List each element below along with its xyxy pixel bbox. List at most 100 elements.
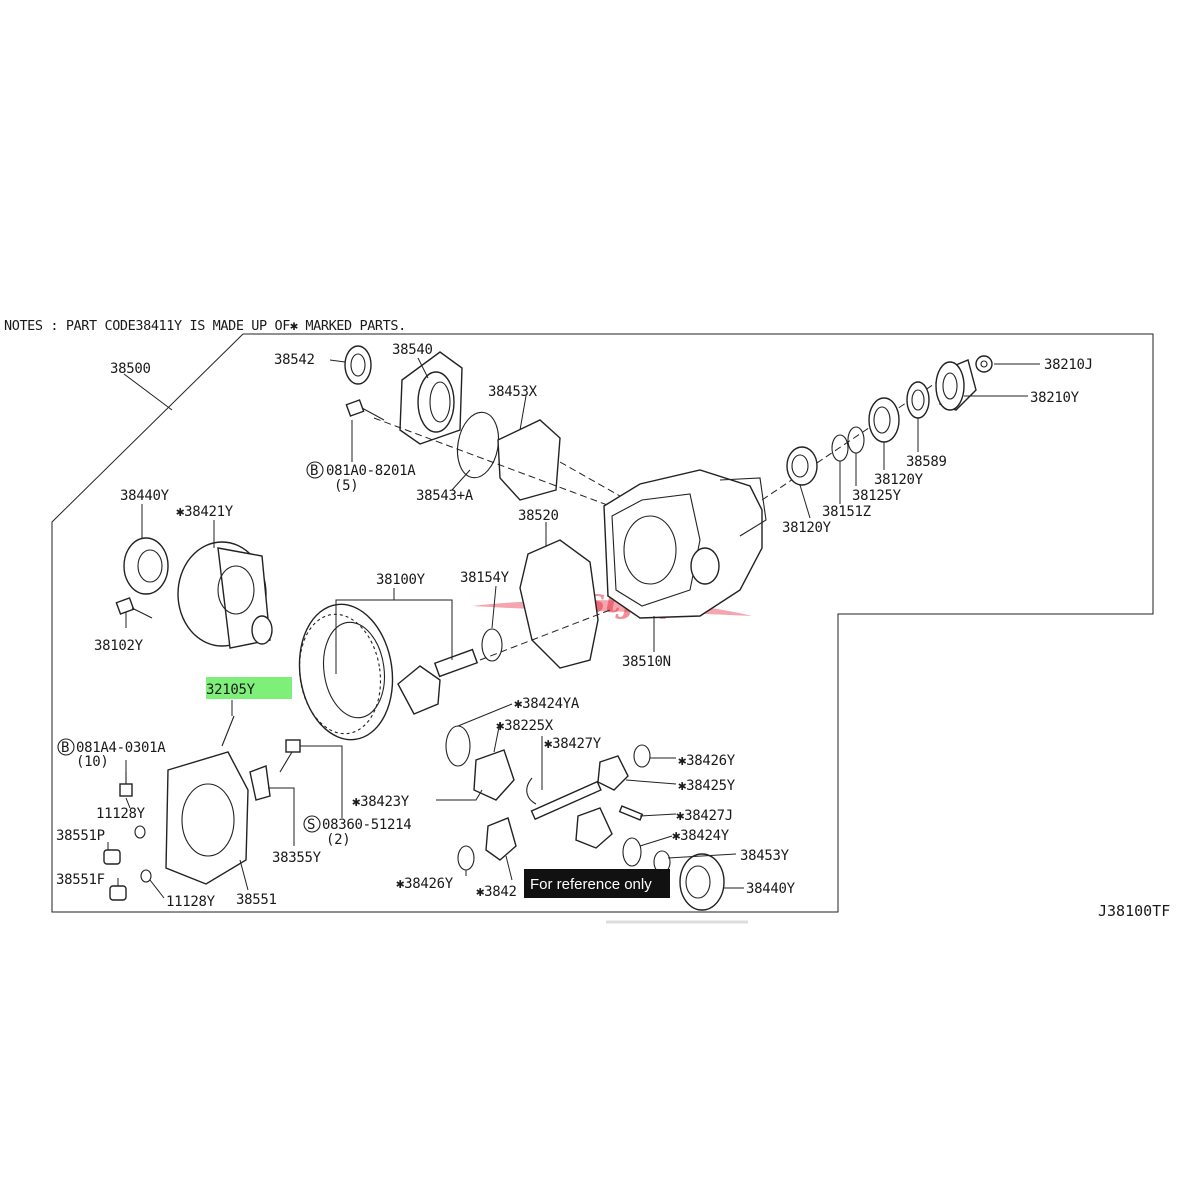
washer-38426Y-top[interactable] [633,744,651,768]
label-08360-qty: (2) [326,832,350,848]
washer-11128Y-upper[interactable] [134,825,146,839]
assembly-boundary [51,333,1154,913]
label-32105Y[interactable]: 32105Y [206,682,256,698]
snap-ring-38225X[interactable] [526,777,537,805]
oil-seal-38542[interactable] [344,345,372,385]
label-38426Y-bottom[interactable]: ✱38426Y [396,876,454,892]
reference-only-badge: For reference only [524,869,670,898]
label-38589[interactable]: 38589 [906,454,947,470]
label-38453Y[interactable]: 38453Y [740,848,790,864]
spacer-38125Y[interactable] [847,426,865,454]
svg-text:S: S [307,817,315,833]
label-38540[interactable]: 38540 [392,342,433,358]
rear-cover-38551[interactable] [165,751,249,885]
b-marker-081A4: B [57,738,75,756]
diagram-code: J38100TF [1098,902,1170,920]
washer-11128Y-lower[interactable] [140,869,152,883]
label-38453X[interactable]: 38453X [488,384,538,400]
label-38421Y[interactable]: ✱38421Y [176,504,234,520]
notes-text: NOTES : PART CODE38411Y IS MADE UP OF✱ M… [4,318,406,334]
label-38542[interactable]: 38542 [274,352,315,368]
pinion-gear-38100Y[interactable] [397,648,479,715]
label-38426Y-top[interactable]: ✱38426Y [678,753,736,769]
washer-38426Y-bottom[interactable] [457,845,475,871]
b-marker-081A0: B [306,461,324,479]
bearing-38120Y-front[interactable] [786,446,818,486]
highlight-32105Y [206,677,292,699]
bearing-38440Y-right[interactable] [679,853,725,911]
label-11128Y-lower[interactable]: 11128Y [166,894,216,910]
label-38151Z[interactable]: 38151Z [822,504,871,520]
pinion-shaft-38427Y[interactable] [530,780,602,821]
plug-38551F[interactable] [109,885,127,901]
bracket-38355Y[interactable] [249,765,271,801]
label-38424YA[interactable]: ✱38424YA [514,696,580,712]
bearing-38120Y-rear[interactable] [868,397,900,443]
label-38551P[interactable]: 38551P [56,828,105,844]
pinion-mate-38425Y[interactable] [597,755,629,791]
label-081A0[interactable]: 081A0-8201A [326,463,417,479]
stud-32105Y[interactable] [221,715,235,747]
washer-38154Y[interactable] [481,628,503,662]
thrust-washer-38424YA[interactable] [445,725,471,767]
bolt-38102Y[interactable] [115,597,153,619]
label-38551F[interactable]: 38551F [56,872,105,888]
label-38440Y-left[interactable]: 38440Y [120,488,170,504]
label-38120Y-front[interactable]: 38120Y [782,520,832,536]
label-38510N[interactable]: 38510N [622,654,671,670]
label-38427Y[interactable]: ✱38427Y [544,736,602,752]
label-38120Y-rear[interactable]: 38120Y [874,472,924,488]
label-38100Y[interactable]: 38100Y [376,572,426,588]
pinion-mate-lower[interactable] [485,817,517,861]
carrier-housing-38510N[interactable] [603,469,767,619]
bolt-08360[interactable] [279,739,301,773]
lock-pin-38427J[interactable] [618,805,644,821]
cover-gasket-38520[interactable] [519,539,599,669]
label-38424Y[interactable]: ✱38424Y [672,828,730,844]
gasket-38453X[interactable] [497,419,561,501]
label-081A4[interactable]: 081A4-0301A [76,740,167,756]
axis-line-upper [373,417,611,507]
seal-38589[interactable] [906,381,930,419]
axis-line-mid [559,461,621,497]
label-38543A[interactable]: 38543+A [416,488,474,504]
label-38210Y[interactable]: 38210Y [1030,390,1080,406]
label-38355Y[interactable]: 38355Y [272,850,322,866]
side-gear-lower[interactable] [575,807,613,849]
reference-only-text: For reference only [530,876,652,893]
label-081A0-qty: (5) [334,478,358,494]
diff-case-38421Y[interactable] [177,541,273,649]
label-38425Y[interactable]: ✱38425Y [678,778,736,794]
label-38440Y-right[interactable]: 38440Y [746,881,796,897]
label-081A4-qty: (10) [76,754,109,770]
label-08360[interactable]: 08360-51214 [322,817,412,833]
svg-text:B: B [310,463,318,479]
label-38427J[interactable]: ✱38427J [676,808,733,824]
label-38551[interactable]: 38551 [236,892,277,908]
label-38154Y[interactable]: 38154Y [460,570,510,586]
plug-38551P[interactable] [103,849,121,865]
axis-line-lower [479,609,611,661]
s-marker-08360: S [303,815,321,833]
label-38225X[interactable]: ✱38225X [496,718,554,734]
bolt-081A4[interactable] [119,772,133,797]
bolt-081A0[interactable] [345,399,385,421]
label-38125Y[interactable]: 38125Y [852,488,902,504]
ring-gear-38100Y[interactable] [291,598,401,745]
nut-38210J[interactable] [975,355,993,373]
label-38520[interactable]: 38520 [518,508,559,524]
label-38210J[interactable]: 38210J [1044,357,1093,373]
flange-38210Y[interactable] [935,359,977,411]
label-3842x[interactable]: ✱3842 [476,884,517,900]
side-gear-38423Y[interactable] [473,749,515,801]
washer-38424Y[interactable] [622,837,642,867]
label-38102Y[interactable]: 38102Y [94,638,144,654]
label-38500[interactable]: 38500 [110,361,151,377]
bearing-38440Y-left[interactable] [123,537,169,595]
label-38423Y[interactable]: ✱38423Y [352,794,410,810]
label-11128Y-upper[interactable]: 11128Y [96,806,146,822]
o-ring-38543[interactable] [453,409,504,481]
side-retainer-38540[interactable] [399,351,463,445]
